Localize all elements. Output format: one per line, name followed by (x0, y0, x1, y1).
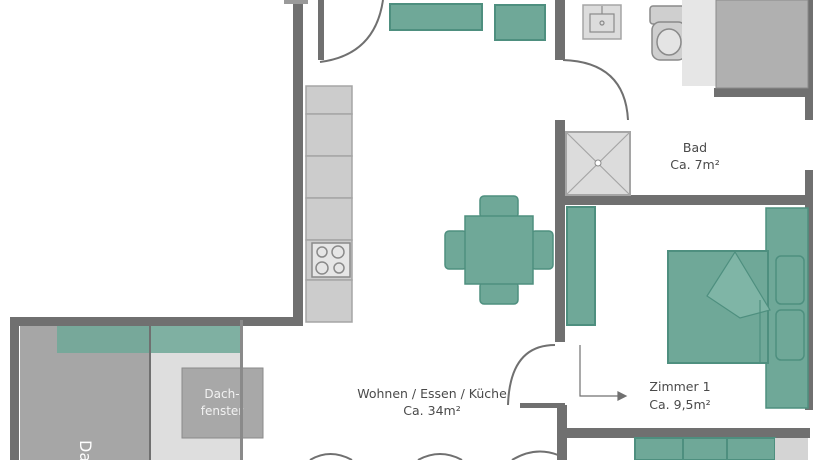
roof-window-label-1: Dach- (204, 387, 239, 401)
arrow-icon (579, 345, 628, 401)
zimmer1-room-area: Ca. 9,5m² (649, 397, 710, 412)
sloped-roof-area: Dach- fenster Dac (20, 320, 264, 460)
bad-room-area: Ca. 7m² (670, 157, 719, 172)
doors (309, 0, 629, 460)
wohnen-room-name: Wohnen / Essen / Küche (357, 386, 507, 401)
walls (10, 0, 813, 460)
wohnen-room-area: Ca. 34m² (403, 403, 460, 418)
zimmer1-room-name: Zimmer 1 (649, 379, 710, 394)
partial-roof-label: Dac (76, 440, 95, 460)
toilet-icon (649, 5, 687, 61)
shower-icon (565, 131, 631, 196)
wardrobe (566, 206, 596, 326)
bathtub-edge (682, 0, 718, 86)
kitchen-counter (305, 85, 353, 323)
roof-window (181, 367, 264, 439)
bed-icon (667, 207, 809, 409)
dining-table (444, 195, 554, 305)
sink-icon (582, 4, 622, 40)
roof-window-label-2: fenster (201, 404, 244, 418)
bad-room-name: Bad (683, 140, 707, 155)
top-shelf (389, 3, 483, 31)
stove-icon (311, 242, 351, 278)
bathtub-icon (715, 0, 809, 89)
top-cabinet (494, 4, 546, 41)
bottom-cabinet (634, 437, 776, 460)
